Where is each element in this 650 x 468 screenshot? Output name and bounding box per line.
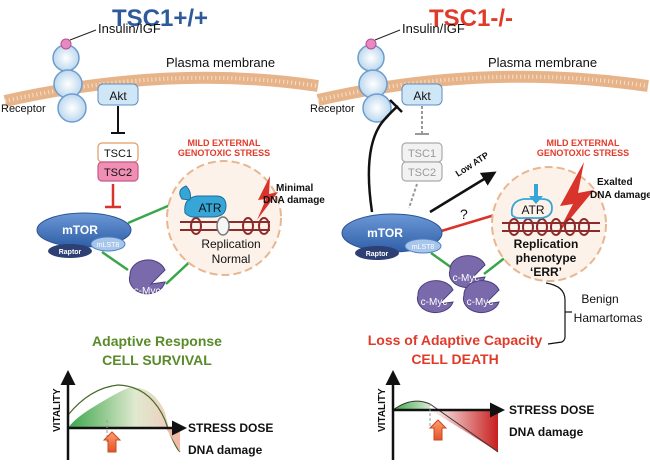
left-replication-line1: Replication	[201, 237, 260, 251]
right-stress-line2: GENOTOXIC STRESS	[537, 148, 629, 158]
left-title: TSC1+/+	[112, 5, 208, 32]
left-mtor-cmyc-link	[101, 250, 129, 272]
left-akt-box	[97, 83, 139, 106]
left-atr	[184, 195, 227, 218]
right-y-label: VITALITY	[377, 388, 388, 432]
left-damage-line2: DNA damage	[263, 195, 325, 206]
left-receptor-label: Receptor	[1, 103, 46, 115]
left-replication-line2: Normal	[212, 252, 251, 266]
left-stress-line2: GENOTOXIC STRESS	[178, 148, 270, 158]
right-akt-label: Akt	[413, 89, 431, 103]
right-mtor-akt-feedback	[367, 105, 399, 213]
right-receptor	[357, 44, 392, 123]
left-cmyc-label: c-Myc	[134, 286, 161, 297]
left-raptor	[48, 244, 92, 258]
left-ligand-label: Insulin/IGF	[98, 21, 161, 36]
right-dna-strand	[502, 218, 600, 236]
left-receptor	[52, 44, 87, 123]
left-stress-arrow	[102, 431, 122, 453]
right-replication-line1: Replication	[514, 237, 579, 251]
right-cmyc-label-3: c-Myc	[467, 297, 494, 308]
left-damage-line1: Minimal	[276, 183, 313, 194]
right-response-line2: CELL DEATH	[411, 351, 498, 367]
left-raptor-label: Raptor	[59, 249, 82, 256]
right-mtor-cmyc-link	[430, 251, 453, 270]
right-vitality-chart	[385, 370, 505, 460]
right-mtor-label: mTOR	[367, 226, 403, 240]
right-cmyc-1	[448, 255, 486, 289]
right-tsc2-box	[401, 161, 443, 182]
left-tsc1-label: TSC1	[104, 148, 132, 160]
left-tsc2-box	[97, 161, 139, 182]
right-akt-box	[401, 83, 443, 106]
right-benign-line2: Hamartomas	[574, 311, 643, 325]
right-mlst8-label: mLST8	[412, 244, 435, 251]
right-damage-line2: DNA damage	[590, 190, 650, 201]
left-vitality-chart	[60, 370, 187, 460]
right-lightning-icon	[556, 162, 594, 236]
right-insulin-ligand	[365, 38, 377, 50]
right-benign-line1: Benign	[581, 292, 618, 306]
left-response-line1: Adaptive Response	[92, 333, 222, 349]
right-cmyc-2	[416, 280, 454, 314]
right-death-curve	[430, 410, 498, 452]
right-tsc-mtor-link	[408, 183, 418, 209]
right-receptor-label: Receptor	[310, 103, 355, 115]
right-cmyc-3	[462, 280, 500, 314]
right-bracket	[545, 282, 566, 345]
right-atr-label: ATR	[521, 203, 544, 217]
right-x-label-line2: DNA damage	[509, 425, 584, 439]
left-response-line2: CELL SURVIVAL	[102, 352, 212, 368]
right-title: TSC1-/-	[429, 5, 513, 32]
right-cmyc-label-2: c-Myc	[421, 297, 448, 308]
right-low-atp-arrow	[429, 171, 497, 214]
right-damage-line1: Exalted	[597, 177, 633, 188]
left-plasma-membrane	[3, 71, 319, 107]
left-survival-curve-upper	[68, 387, 180, 452]
left-atr-label: ATR	[198, 201, 221, 215]
right-membrane-label: Plasma membrane	[488, 55, 597, 70]
right-response-line1: Loss of Adaptive Capacity	[368, 332, 543, 348]
left-cmyc	[128, 259, 166, 295]
left-akt-label: Akt	[109, 89, 127, 103]
right-ligand-label: Insulin/IGF	[402, 21, 465, 36]
left-stress-line1: MILD EXTERNAL	[188, 138, 262, 148]
right-atr	[510, 198, 553, 220]
right-survival-curve	[393, 401, 430, 410]
left-x-label-line2: DNA damage	[188, 443, 263, 457]
right-raptor	[355, 246, 399, 260]
right-atr-down-arrow	[529, 184, 543, 204]
right-tsc2-label: TSC2	[408, 167, 436, 179]
right-low-atp-label: Low ATP	[454, 150, 491, 179]
right-stress-arrow	[428, 419, 448, 441]
right-question-mark: ?	[460, 206, 468, 222]
right-stress-line1: MILD EXTERNAL	[547, 138, 621, 148]
right-replication-line3: ‘ERR’	[530, 265, 562, 279]
left-insulin-ligand	[60, 38, 72, 50]
left-dna-strand	[180, 216, 270, 236]
left-mlst8-label: mLST8	[97, 242, 120, 249]
left-tsc2-label: TSC2	[104, 167, 132, 179]
left-x-label-line1: STRESS DOSE	[188, 421, 273, 435]
right-x-label-line1: STRESS DOSE	[509, 403, 594, 417]
right-raptor-label: Raptor	[366, 251, 389, 258]
left-mlst8	[90, 236, 126, 252]
left-mtor-label: mTOR	[62, 223, 98, 237]
right-mlst8	[404, 238, 442, 254]
right-mtor-atr-inhibition	[437, 212, 499, 234]
left-membrane-label: Plasma membrane	[166, 55, 275, 70]
right-replication-line2: phenotype	[516, 251, 577, 265]
left-y-label: VITALITY	[52, 388, 63, 432]
right-cmyc-label-1: c-Myc	[453, 273, 480, 284]
left-lightning-icon	[257, 176, 278, 220]
right-tsc1-label: TSC1	[408, 148, 436, 160]
